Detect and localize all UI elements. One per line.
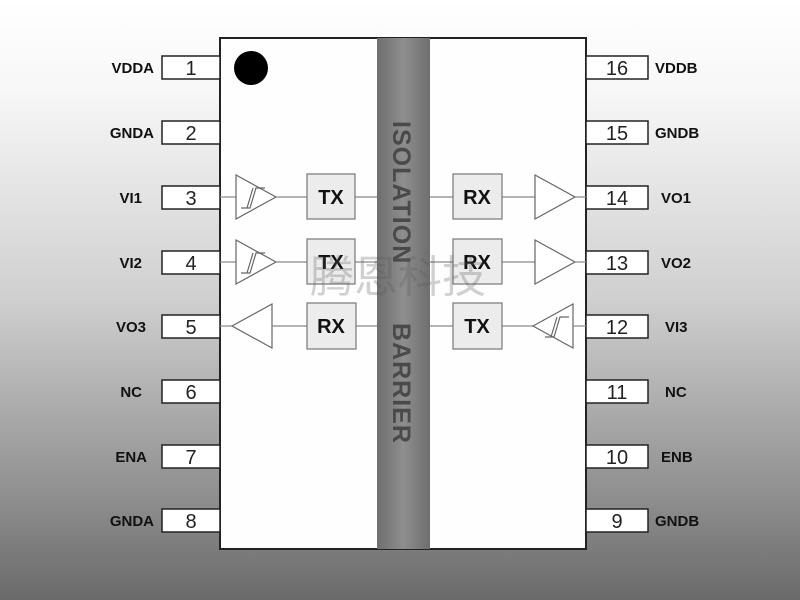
channel-1 (220, 173, 586, 221)
pin-label-left-1: VDDA (111, 60, 154, 77)
pin-left-4: VI2 4 (119, 250, 221, 275)
tx-block-ch1-label: TX (318, 187, 344, 209)
pin-box-left-2 (161, 120, 221, 145)
tx-block-ch3-label: TX (464, 316, 490, 338)
pin-number-right-12: 12 (606, 317, 628, 339)
pin-right-14: 14 VO1 (585, 185, 691, 210)
channel-2 (220, 238, 586, 286)
left-pins: VDDA 1 GNDA 2 VI1 3 VI2 4 VO3 5 NC 6 (110, 55, 221, 533)
barrier-text-isolation: ISOLATION (387, 121, 415, 264)
pin-label-right-16: VDDB (655, 60, 698, 77)
pin1-marker-dot (234, 51, 268, 85)
pin-right-12: 12 VI3 (585, 314, 688, 339)
pin-label-left-8: GNDA (110, 513, 154, 530)
tx-block-ch2 (306, 238, 356, 285)
pin-label-left-2: GNDA (110, 125, 154, 142)
pin-number-right-9: 9 (611, 511, 622, 533)
pin-label-right-14: VO1 (661, 190, 691, 207)
pin-right-10: 10 ENB (585, 444, 693, 469)
pin-number-left-8: 8 (185, 511, 196, 533)
pin-number-right-13: 13 (606, 253, 628, 275)
pin-left-5: VO3 5 (116, 314, 221, 339)
pin-number-left-4: 4 (185, 253, 196, 275)
pin-box-left-6 (161, 379, 221, 404)
channel-3 (220, 302, 586, 350)
barrier-text-barrier: BARRIER (387, 323, 415, 444)
rx-block-ch1 (452, 173, 503, 220)
output-buffer-icon (534, 173, 577, 221)
pin-number-left-3: 3 (185, 188, 196, 210)
output-buffer-icon (534, 238, 577, 286)
pin-box-right-10 (585, 444, 649, 469)
pin-box-right-15 (585, 120, 649, 145)
rx-block-ch2-label: RX (463, 252, 491, 274)
pin-left-7: ENA 7 (115, 444, 221, 469)
pin-right-9: 9 GNDB (585, 508, 699, 533)
pin-right-13: 13 VO2 (585, 250, 691, 275)
pin-number-right-16: 16 (606, 58, 628, 80)
pin-label-right-9: GNDB (655, 513, 699, 530)
tx-block-ch1 (306, 173, 356, 220)
watermark: 腾恩科技 (310, 252, 486, 303)
pin-left-6: NC 6 (120, 379, 221, 404)
tx-block-ch3 (452, 302, 503, 350)
pin-right-16: 16 VDDB (585, 55, 698, 80)
pin-box-left-1 (161, 55, 221, 80)
hysteresis-symbol-icon (241, 187, 265, 209)
rx-block-ch3-label: RX (317, 316, 345, 338)
isolation-barrier (377, 38, 430, 549)
pin-number-right-14: 14 (606, 188, 628, 210)
pin-label-left-3: VI1 (119, 190, 142, 207)
tx-block-ch2-label: TX (318, 252, 344, 274)
pin-number-right-10: 10 (606, 447, 628, 469)
pin-label-right-12: VI3 (665, 319, 688, 336)
pin-left-8: GNDA 8 (110, 508, 221, 533)
rx-block-ch1-label: RX (463, 187, 491, 209)
pin-label-left-5: VO3 (116, 319, 146, 336)
rx-block-ch2 (452, 238, 503, 285)
pin-number-left-1: 1 (185, 58, 196, 80)
pin-right-11: 11 NC (585, 379, 687, 404)
pin-box-right-11 (585, 379, 649, 404)
pin-number-left-5: 5 (185, 317, 196, 339)
pin-label-right-11: NC (665, 384, 687, 401)
pin-box-left-7 (161, 444, 221, 469)
pin-label-left-6: NC (120, 384, 142, 401)
pin-number-left-6: 6 (185, 382, 196, 404)
pin-label-right-15: GNDB (655, 125, 699, 142)
pin-right-15: 15 GNDB (585, 120, 699, 145)
pin-box-left-8 (161, 508, 221, 533)
pin-number-left-2: 2 (185, 123, 196, 145)
pin-box-right-16 (585, 55, 649, 80)
pin-left-1: VDDA 1 (111, 55, 221, 80)
pin-number-right-11: 11 (607, 382, 628, 404)
pin-label-left-7: ENA (115, 449, 147, 466)
right-pins: 16 VDDB 15 GNDB 14 VO1 13 VO2 12 VI3 11 … (585, 55, 699, 533)
pin-label-right-13: VO2 (661, 255, 691, 272)
pin-label-left-4: VI2 (119, 255, 142, 272)
pin-box-right-9 (585, 508, 649, 533)
pin-number-left-7: 7 (185, 447, 196, 469)
hysteresis-symbol-icon (241, 252, 265, 274)
pin-left-3: VI1 3 (119, 185, 221, 210)
pin-left-2: GNDA 2 (110, 120, 221, 145)
hysteresis-symbol-icon (545, 316, 569, 338)
pin-label-right-10: ENB (661, 449, 693, 466)
pin-number-right-15: 15 (606, 123, 628, 145)
rx-block-ch3 (306, 302, 357, 350)
